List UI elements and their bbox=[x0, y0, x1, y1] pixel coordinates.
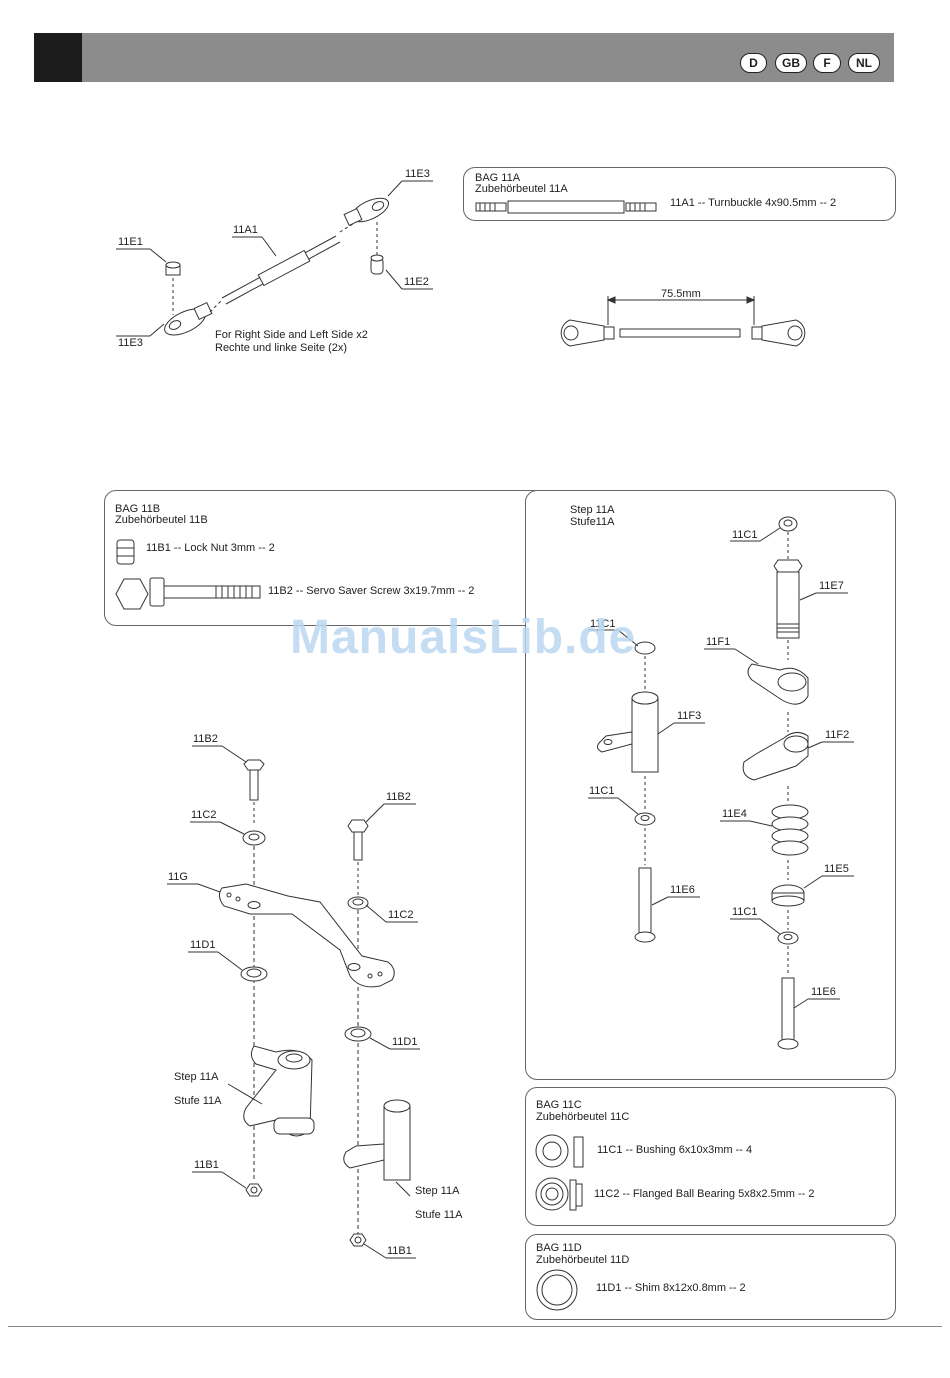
shim-11d1-icon bbox=[536, 1269, 578, 1311]
bag-11d-subtitle: Zubehörbeutel 11D bbox=[536, 1254, 630, 1266]
stufe-right-label: Stufe 11A bbox=[415, 1209, 463, 1221]
step-11a-parts bbox=[588, 516, 854, 1050]
bag-11c-item-bushing: 11C1 -- Bushing 6x10x3mm -- 4 bbox=[597, 1144, 753, 1156]
label-11e6-left: 11E6 bbox=[670, 884, 695, 896]
bag-11d-item-shim: 11D1 -- Shim 8x12x0.8mm -- 2 bbox=[596, 1282, 746, 1294]
label-11b1-right: 11B1 bbox=[387, 1245, 412, 1257]
assembled-turnbuckle-icon bbox=[560, 319, 806, 347]
header-block bbox=[34, 33, 82, 82]
label-11e7: 11E7 bbox=[819, 580, 844, 592]
step-left-label: Step 11A bbox=[174, 1071, 219, 1083]
bag-11c-subtitle: Zubehörbeutel 11C bbox=[536, 1111, 630, 1123]
label-11b2-left: 11B2 bbox=[193, 733, 218, 745]
bag-11b-item-screw: 11B2 -- Servo Saver Screw 3x19.7mm -- 2 bbox=[268, 585, 475, 597]
label-11d1-left: 11D1 bbox=[190, 939, 216, 951]
label-11c1-top: 11C1 bbox=[732, 529, 758, 541]
label-11c2-left: 11C2 bbox=[191, 809, 217, 821]
label-11e1: 11E1 bbox=[118, 236, 143, 248]
servo-saver-screw-11b2-icon bbox=[115, 577, 261, 610]
label-11c1-right: 11C1 bbox=[732, 906, 758, 918]
rod-end-top-icon bbox=[343, 197, 390, 227]
bushing-11c1-icon bbox=[535, 1134, 584, 1168]
lang-badge-d[interactable]: D bbox=[740, 53, 767, 73]
label-11b1-left: 11B1 bbox=[194, 1159, 219, 1171]
lock-nut-11b1-icon bbox=[116, 539, 135, 565]
measure-label: 75.5mm bbox=[661, 288, 701, 300]
turnbuckle-rod bbox=[221, 235, 341, 305]
bag-11b-box bbox=[104, 490, 548, 626]
lang-badge-nl[interactable]: NL bbox=[848, 53, 880, 73]
bag-11a-subtitle: Zubehörbeutel 11A bbox=[475, 183, 568, 195]
bag-11a-title: BAG 11A bbox=[475, 172, 521, 184]
rod-end-bottom-icon bbox=[164, 301, 213, 336]
label-11e3-bottom: 11E3 bbox=[118, 337, 143, 349]
stufe-left-label: Stufe 11A bbox=[174, 1095, 222, 1107]
ball-stud-11e1-icon bbox=[165, 261, 181, 276]
label-11f2: 11F2 bbox=[825, 729, 850, 741]
label-11c1-left-mid: 11C1 bbox=[589, 785, 615, 797]
bag-11d-title: BAG 11D bbox=[536, 1242, 582, 1254]
label-11c2-right: 11C2 bbox=[388, 909, 414, 921]
step-box-subtitle: Stufe11A bbox=[570, 516, 615, 528]
label-11f3: 11F3 bbox=[677, 710, 702, 722]
flanged-bearing-11c2-icon bbox=[535, 1177, 583, 1211]
step-box-title: Step 11A bbox=[570, 504, 615, 516]
bag-11b-title: BAG 11B bbox=[115, 503, 161, 515]
label-11d1-right: 11D1 bbox=[392, 1036, 418, 1048]
label-11a1: 11A1 bbox=[233, 224, 258, 236]
turnbuckle-11a1-icon bbox=[475, 200, 657, 214]
watermark-text: ManualsLib.de bbox=[290, 611, 637, 664]
bag-11c-box bbox=[525, 1087, 896, 1226]
label-11e4: 11E4 bbox=[722, 808, 747, 820]
bag-11c-item-bearing: 11C2 -- Flanged Ball Bearing 5x8x2.5mm -… bbox=[594, 1188, 815, 1200]
ball-stud-11e2-icon bbox=[370, 254, 384, 275]
label-11c1-left-top: 11C1 bbox=[590, 618, 616, 630]
main-assembly-parts bbox=[167, 745, 420, 1259]
bag-11c-title: BAG 11C bbox=[536, 1099, 582, 1111]
label-11e2: 11E2 bbox=[404, 276, 429, 288]
footer-rule bbox=[8, 1326, 942, 1327]
note-right-left: For Right Side and Left Side x2 bbox=[215, 329, 368, 341]
label-11f1: 11F1 bbox=[706, 636, 731, 648]
note-rechte-linke: Rechte und linke Seite (2x) bbox=[215, 342, 348, 354]
lang-badge-f[interactable]: F bbox=[813, 53, 841, 73]
label-11e5: 11E5 bbox=[824, 863, 849, 875]
step-11a-box bbox=[525, 490, 896, 1080]
bag-11a-item: 11A1 -- Turnbuckle 4x90.5mm -- 2 bbox=[670, 197, 837, 209]
bag-11b-subtitle: Zubehörbeutel 11B bbox=[115, 514, 208, 526]
bag-11b-item-lock-nut: 11B1 -- Lock Nut 3mm -- 2 bbox=[146, 542, 275, 554]
bag-11d-box bbox=[525, 1234, 896, 1320]
label-11e6-right: 11E6 bbox=[811, 986, 836, 998]
lang-badge-gb[interactable]: GB bbox=[775, 53, 807, 73]
step-right-label: Step 11A bbox=[415, 1185, 460, 1197]
label-11g: 11G bbox=[168, 871, 188, 883]
label-11b2-right: 11B2 bbox=[386, 791, 411, 803]
label-11e3-top: 11E3 bbox=[405, 168, 430, 180]
